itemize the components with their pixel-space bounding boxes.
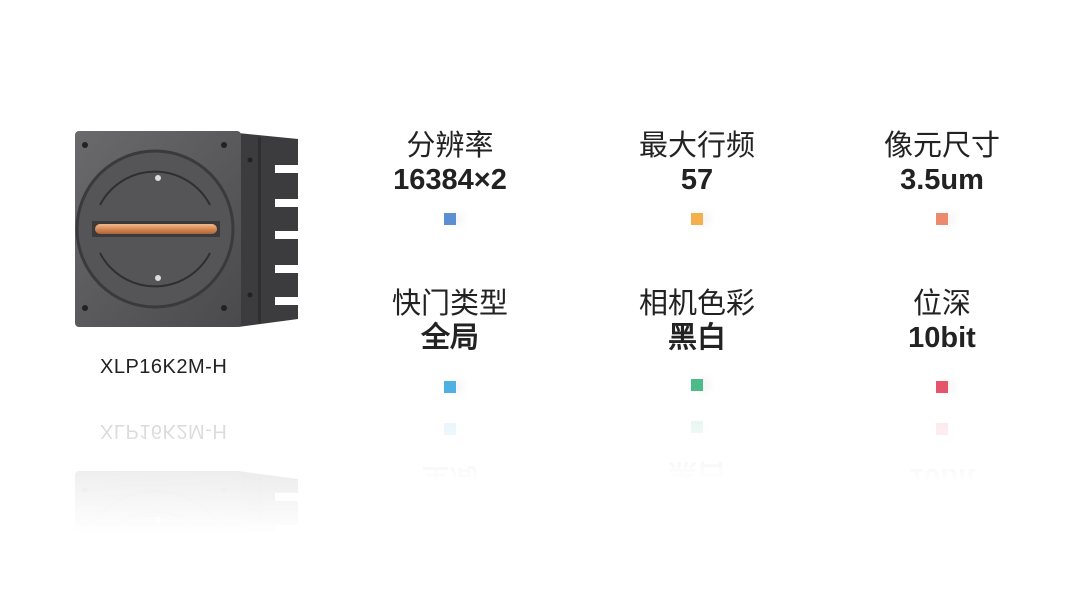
spec-value: 全局 [420, 322, 479, 354]
color-marker [936, 381, 948, 393]
color-marker [691, 379, 703, 391]
spec-color: 相机色彩 黑白 [597, 286, 797, 391]
product-panel: XLP16K2M-H [70, 125, 305, 379]
spec-label: 分辨率 [406, 128, 494, 162]
spec-bit-depth: 位深 10bit [842, 286, 1042, 393]
product-model: XLP16K2M-H [100, 356, 228, 378]
spec-value: 3.5um [900, 164, 984, 196]
camera-image [75, 131, 298, 327]
color-marker [444, 213, 456, 225]
spec-value: 10bit [908, 322, 976, 354]
spec-resolution: 分辨率 16384×2 [350, 128, 550, 225]
spec-value: 16384×2 [393, 164, 507, 196]
spec-shutter: 快门类型 全局 [350, 286, 550, 393]
spec-label: 位深 [912, 286, 971, 320]
color-marker [691, 213, 703, 225]
spec-label: 快门类型 [391, 286, 508, 320]
spec-label: 相机色彩 [638, 286, 755, 320]
spec-label: 最大行频 [638, 128, 755, 162]
spec-label: 像元尺寸 [883, 128, 1000, 162]
spec-pixel-size: 像元尺寸 3.5um [842, 128, 1042, 225]
color-marker [936, 213, 948, 225]
spec-line-rate: 最大行频 57 [597, 128, 797, 225]
spec-value: 黑白 [667, 322, 726, 354]
color-marker [444, 381, 456, 393]
spec-value: 57 [680, 164, 714, 196]
